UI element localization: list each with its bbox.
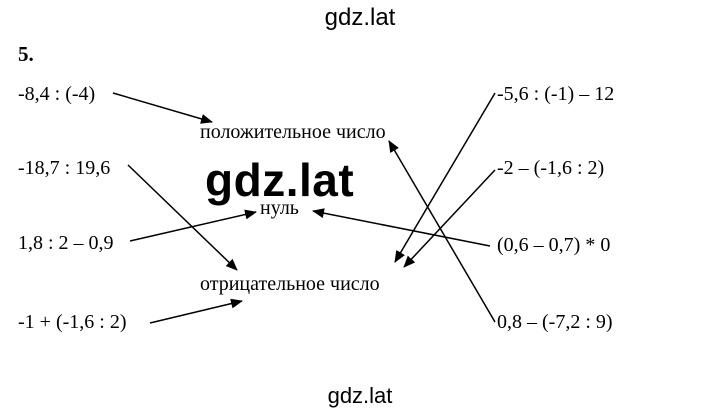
arrow-left-3-to-zero <box>129 209 257 242</box>
arrow-left-4-to-negative <box>149 298 243 324</box>
watermark-bottom: gdz.lat <box>327 383 393 408</box>
left-expression-3: 1,8 : 2 – 0,9 <box>18 232 114 254</box>
left-expression-2: -18,7 : 19,6 <box>18 157 111 179</box>
task-number: 5. <box>18 42 34 66</box>
watermark-center: gdz.lat <box>205 154 355 206</box>
right-expression-3: (0,6 – 0,7) * 0 <box>497 234 611 256</box>
arrow-right-2-to-negative <box>403 169 496 268</box>
arrow-right-3-to-zero <box>312 208 491 247</box>
arrow-right-4-to-positive <box>388 140 496 323</box>
right-expression-4: 0,8 – (-7,2 : 9) <box>497 311 613 333</box>
category-negative: отрицательное число <box>200 273 380 295</box>
right-expression-2: -2 – (-1,6 : 2) <box>497 157 605 179</box>
category-zero: нуль <box>260 197 299 219</box>
right-expression-1: -5,6 : (-1) – 12 <box>497 83 615 105</box>
arrow-left-2-to-negative <box>127 164 238 271</box>
watermark-top: gdz.lat <box>324 4 396 31</box>
left-expression-4: -1 + (-1,6 : 2) <box>18 311 127 333</box>
left-expression-1: -8,4 : (-4) <box>18 83 96 105</box>
arrow-right-1-to-negative <box>394 92 496 263</box>
category-positive: положительное число <box>200 121 386 143</box>
arrow-left-1-to-positive <box>112 92 213 124</box>
